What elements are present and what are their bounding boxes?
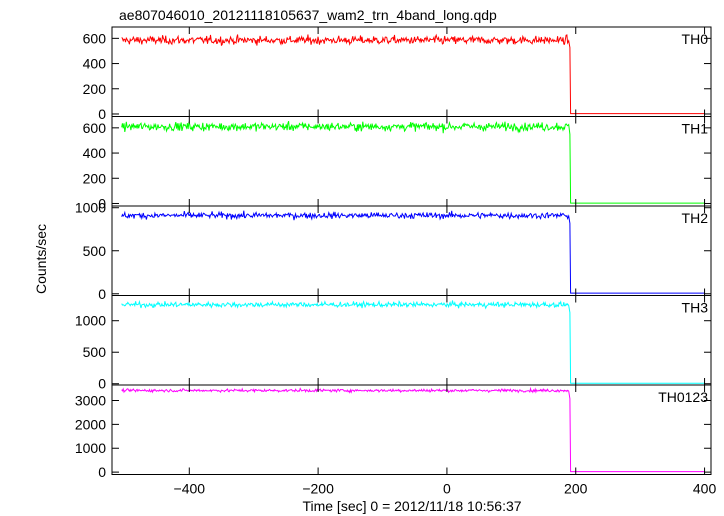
panel-label: TH1 xyxy=(682,121,709,137)
y-tick-label: 2000 xyxy=(75,416,106,432)
y-tick-label: 500 xyxy=(83,344,107,360)
panel-th1: 0 200 400 600 TH1 xyxy=(83,116,712,211)
y-tick-label: 1000 xyxy=(75,440,106,456)
panel-th3: 0 500 1000 TH3 xyxy=(75,295,712,392)
x-axis-label: Time [sec] 0 = 2012/11/18 10:56:37 xyxy=(302,498,521,514)
series-line-th1 xyxy=(121,120,705,204)
y-tick-label: 3000 xyxy=(75,393,106,409)
y-tick-label: 600 xyxy=(83,120,107,136)
panel-label: TH3 xyxy=(682,300,709,316)
y-tick-label: 600 xyxy=(83,30,107,46)
y-tick-label: 0 xyxy=(98,376,106,392)
panel-label: TH2 xyxy=(682,210,709,226)
y-tick-label: 0 xyxy=(98,195,106,211)
panel-frame xyxy=(111,295,712,386)
y-tick-label: 500 xyxy=(83,243,107,259)
y-tick-label: 200 xyxy=(83,81,107,97)
panel-th0: 0 200 400 600 TH0 xyxy=(83,26,712,122)
y-tick-label: 0 xyxy=(98,286,106,302)
panel-th0123: 0 1000 2000 3000 TH0123 xyxy=(75,384,712,480)
y-tick-label: 1000 xyxy=(75,200,106,216)
y-tick-label: 0 xyxy=(98,464,106,480)
x-axis-tick-labels: −400 −200 0 200 400 xyxy=(174,481,717,497)
x-tick-label: −400 xyxy=(174,481,206,497)
y-tick-label: 1000 xyxy=(75,313,106,329)
panel-frame xyxy=(111,205,712,296)
y-tick-label: 400 xyxy=(83,145,107,161)
series-line-th0123 xyxy=(121,386,705,473)
y-axis-label: Counts/sec xyxy=(33,224,49,294)
x-tick-label: 200 xyxy=(564,481,588,497)
panel-frame xyxy=(111,116,712,207)
panel-frame xyxy=(111,384,712,475)
panel-label: TH0123 xyxy=(658,389,708,405)
series-line-th0 xyxy=(121,33,705,115)
series-line-th2 xyxy=(121,210,705,294)
x-tick-label: 0 xyxy=(443,481,451,497)
panel-label: TH0 xyxy=(682,31,709,47)
x-tick-label: −200 xyxy=(302,481,334,497)
y-tick-label: 400 xyxy=(83,56,107,72)
x-tick-label: 400 xyxy=(693,481,717,497)
y-tick-label: 200 xyxy=(83,170,107,186)
y-tick-label: 0 xyxy=(98,106,106,122)
series-line-th3 xyxy=(121,299,705,384)
chart-title: ae807046010_20121118105637_wam2_trn_4ban… xyxy=(119,7,497,23)
